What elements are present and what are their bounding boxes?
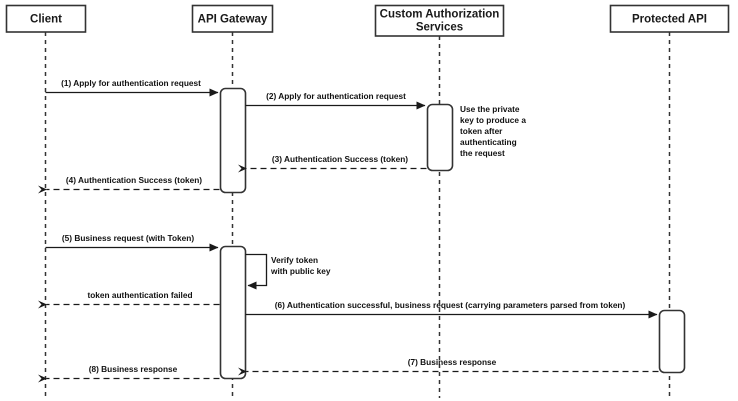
- message-token-auth-failed[interactable]: token authentication failed: [38, 290, 220, 309]
- message-7-label: (7) Business response: [408, 357, 497, 367]
- activation-gateway-business-phase: [219, 245, 247, 380]
- message-4[interactable]: (4) Authentication Success (token): [38, 175, 220, 194]
- participant-label-gateway: API Gateway: [198, 14, 268, 26]
- participant-label-client: Client: [30, 14, 62, 26]
- note-line-3: token after: [460, 126, 503, 136]
- message-5-label: (5) Business request (with Token): [62, 233, 194, 243]
- note-private-key: Use the private key to produce a token a…: [460, 104, 526, 158]
- activation-protected-api: [658, 309, 686, 374]
- participant-label-auth-line1: Custom Authorization: [380, 9, 500, 21]
- note-line-2: key to produce a: [460, 115, 526, 125]
- message-1-label: (1) Apply for authentication request: [61, 78, 201, 88]
- message-token-auth-failed-label: token authentication failed: [87, 290, 192, 300]
- message-2-label: (2) Apply for authentication request: [266, 91, 406, 101]
- message-2[interactable]: (2) Apply for authentication request: [245, 91, 426, 110]
- message-6-label: (6) Authentication successful, business …: [275, 300, 626, 310]
- message-8[interactable]: (8) Business response: [38, 364, 220, 383]
- participant-label-protected: Protected API: [632, 14, 707, 26]
- message-1[interactable]: (1) Apply for authentication request: [45, 78, 219, 97]
- message-6[interactable]: (6) Authentication successful, business …: [245, 300, 658, 319]
- message-7[interactable]: (7) Business response: [238, 357, 659, 376]
- note-line-4: authenticating: [460, 137, 517, 147]
- message-5[interactable]: (5) Business request (with Token): [45, 233, 219, 252]
- self-message-verify-token[interactable]: Verify token with public key: [245, 253, 331, 290]
- activation-auth-service: [426, 103, 454, 172]
- message-3[interactable]: (3) Authentication Success (token): [238, 154, 427, 173]
- self-message-verify-token-line2: with public key: [270, 266, 331, 276]
- activation-gateway-auth-phase: [219, 87, 247, 194]
- participant-client[interactable]: Client: [5, 4, 87, 33]
- self-message-verify-token-arrow: [245, 253, 268, 290]
- note-line-5: the request: [460, 148, 505, 158]
- message-4-label: (4) Authentication Success (token): [66, 175, 202, 185]
- message-8-label: (8) Business response: [89, 364, 178, 374]
- message-3-label: (3) Authentication Success (token): [272, 154, 408, 164]
- participant-protected[interactable]: Protected API: [609, 4, 730, 33]
- self-message-verify-token-line1: Verify token: [271, 255, 318, 265]
- participant-auth[interactable]: Custom Authorization Services: [374, 4, 505, 37]
- note-line-1: Use the private: [460, 104, 520, 114]
- participant-label-auth-line2: Services: [416, 22, 463, 34]
- participant-gateway[interactable]: API Gateway: [191, 4, 274, 33]
